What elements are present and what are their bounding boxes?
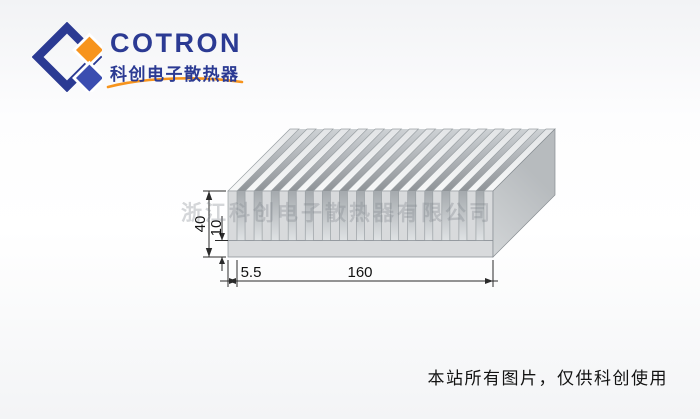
heatsink-facet bbox=[398, 190, 409, 241]
heatsink-facet bbox=[261, 190, 272, 241]
heatsink-facet bbox=[441, 191, 450, 241]
arrowhead-icon bbox=[219, 233, 225, 241]
brand-subtitle: 科创电子散热器 bbox=[110, 65, 240, 85]
heatsink-facet bbox=[312, 190, 323, 241]
right-side-face bbox=[492, 128, 556, 258]
cotron-logo[interactable]: COTRON 科创电子散热器 bbox=[32, 22, 244, 92]
heatsink-facet bbox=[364, 190, 374, 241]
heatsink-facet bbox=[424, 129, 495, 191]
heatsink-facet bbox=[390, 129, 461, 191]
dimension-annotations: 40 10 5.5 160 bbox=[192, 190, 498, 287]
heatsink-facet bbox=[483, 190, 494, 241]
heatsink-facet bbox=[271, 129, 342, 191]
heatsink-facet bbox=[458, 191, 467, 241]
heatsink-facet bbox=[322, 129, 393, 191]
heatsink-facet bbox=[466, 190, 477, 241]
heatsink-facet bbox=[415, 190, 426, 241]
heatsink-facet bbox=[237, 191, 246, 241]
brand-swoosh-icon bbox=[106, 77, 244, 89]
heatsink-facet bbox=[347, 190, 357, 241]
arrowhead-icon bbox=[485, 278, 493, 284]
heatsink-facet bbox=[295, 190, 306, 241]
heatsink-facet bbox=[227, 190, 238, 241]
heatsink-facet bbox=[322, 191, 331, 241]
brand-name: COTRON bbox=[110, 27, 242, 58]
heatsink-facet bbox=[305, 129, 376, 191]
heatsink-facet bbox=[288, 191, 297, 241]
heatsink-facet bbox=[373, 191, 382, 241]
heatsink-facet bbox=[373, 129, 444, 191]
heatsink-facet bbox=[278, 190, 289, 241]
cotron-logo-icon bbox=[32, 22, 102, 92]
heatsink-facet bbox=[356, 129, 427, 191]
heatsink-facet bbox=[339, 191, 348, 241]
heatsink-facet bbox=[288, 129, 359, 191]
heatsink-facet bbox=[492, 128, 556, 258]
channel-front-openings bbox=[237, 191, 484, 241]
heatsink-facet bbox=[339, 129, 410, 191]
arrowhead-icon bbox=[205, 191, 213, 200]
heatsink-facet bbox=[271, 191, 280, 241]
heatsink-facet bbox=[449, 190, 460, 241]
dim-width-label: 160 bbox=[347, 264, 372, 281]
dim-height-label: 40 bbox=[192, 216, 209, 233]
logo-text-block: COTRON 科创电子散热器 bbox=[106, 27, 244, 89]
heatsink-facet bbox=[407, 191, 416, 241]
fin-top-surfaces bbox=[227, 128, 556, 192]
channel-interiors bbox=[237, 129, 546, 191]
heatsink-facet bbox=[475, 129, 546, 191]
heatsink-facet bbox=[356, 191, 365, 241]
heatsink-facet bbox=[381, 190, 391, 241]
heatsink-facet bbox=[237, 129, 308, 191]
heatsink-facet bbox=[424, 191, 433, 241]
base-plate bbox=[227, 240, 494, 258]
footer-notice: 本站所有图片，仅供科创使用 bbox=[427, 369, 668, 388]
arrowhead-icon bbox=[229, 278, 237, 284]
heatsink-facet bbox=[330, 190, 340, 241]
dim-base-label: 10 bbox=[208, 220, 225, 237]
heatsink-facet bbox=[390, 191, 399, 241]
logo-blue-diamond bbox=[72, 60, 102, 92]
arrowhead-icon bbox=[219, 257, 225, 264]
arrowhead-icon bbox=[205, 248, 213, 257]
heatsink-facet bbox=[458, 129, 529, 191]
heatsink-facet bbox=[475, 191, 484, 241]
heatsink-facet bbox=[441, 129, 512, 191]
heatsink-facet bbox=[254, 191, 263, 241]
heatsink-facet bbox=[407, 129, 478, 191]
heatsink-facet bbox=[244, 190, 255, 241]
heatsink-facet bbox=[227, 240, 494, 258]
heatsink-facet bbox=[305, 191, 314, 241]
heatsink-facet bbox=[254, 129, 325, 191]
heatsink-facet bbox=[432, 190, 443, 241]
dim-pitch-label: 5.5 bbox=[241, 264, 262, 281]
